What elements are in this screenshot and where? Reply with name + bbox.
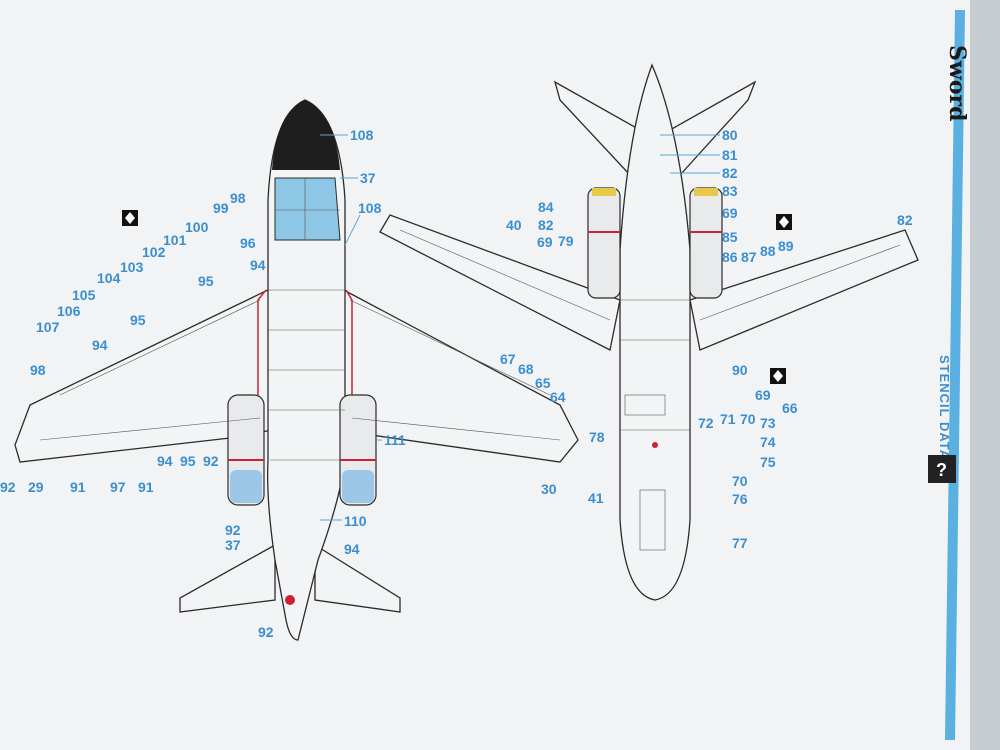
stencil-title: STENCIL DATA (937, 355, 952, 460)
callout-top: 92 (258, 624, 274, 640)
callout-bottom: 64 (550, 389, 566, 405)
callout-top: 107 (36, 319, 60, 335)
callout-top: 92 (203, 453, 219, 469)
callout-bottom: 82 (897, 212, 913, 228)
callout-bottom: 69 (755, 387, 771, 403)
aircraft-bottom-view (379, 63, 919, 601)
callout-top: 105 (72, 287, 96, 303)
callout-top: 91 (138, 479, 154, 495)
callout-bottom: 74 (760, 434, 776, 450)
callout-top: 37 (360, 170, 376, 186)
callout-bottom: 83 (722, 183, 738, 199)
callout-top: 94 (250, 257, 266, 273)
callout-bottom: 89 (778, 238, 794, 254)
callout-top: 102 (142, 244, 166, 260)
callout-top: 96 (240, 235, 256, 251)
svg-text:?: ? (936, 460, 947, 480)
brand-logo: Sword (944, 45, 970, 121)
callout-bottom: 68 (518, 361, 534, 377)
callout-top: 108 (350, 127, 374, 143)
svg-text:Sword: Sword (944, 45, 970, 121)
callout-bottom: 69 (722, 205, 738, 221)
callout-top: 94 (92, 337, 108, 353)
callout-bottom: 71 (720, 411, 736, 427)
svg-text:STENCIL DATA: STENCIL DATA (937, 355, 952, 460)
callout-bottom: 40 (506, 217, 522, 233)
callout-bottom: 79 (558, 233, 574, 249)
callout-top: 92 (0, 479, 16, 495)
callout-bottom: 70 (740, 411, 756, 427)
callout-bottom: 73 (760, 415, 776, 431)
callout-bottom: 70 (732, 473, 748, 489)
callout-bottom: 78 (589, 429, 605, 445)
callout-bottom: 75 (760, 454, 776, 470)
callout-top: 95 (130, 312, 146, 328)
callout-top: 94 (344, 541, 360, 557)
callout-top: 103 (120, 259, 144, 275)
callout-top: 97 (110, 479, 126, 495)
top-view-callouts: 108 37 108 98 99 100 101 102 103 104 105… (0, 127, 557, 640)
callout-top: 99 (213, 200, 229, 216)
callout-top: 98 (30, 362, 46, 378)
callout-top: 98 (230, 190, 246, 206)
callout-top: 95 (180, 453, 196, 469)
callout-bottom: 81 (722, 147, 738, 163)
callout-bottom: 72 (698, 415, 714, 431)
callout-top: 100 (185, 219, 209, 235)
callout-top: 106 (57, 303, 81, 319)
callout-top: 101 (163, 232, 187, 248)
callout-top: 104 (97, 270, 121, 286)
callout-bottom: 76 (732, 491, 748, 507)
bottom-view-icon-1 (776, 214, 792, 230)
callout-top: 94 (157, 453, 173, 469)
callout-bottom: 88 (760, 243, 776, 259)
callout-top: 30 (541, 481, 557, 497)
callout-bottom: 84 (538, 199, 554, 215)
callout-bottom: 69 (537, 234, 553, 250)
callout-bottom: 82 (722, 165, 738, 181)
callout-bottom: 86 (722, 249, 738, 265)
bottom-view-callouts: 80 81 82 83 69 84 82 79 69 40 85 86 87 8… (500, 127, 913, 551)
callout-bottom: 87 (741, 249, 757, 265)
callout-bottom: 77 (732, 535, 748, 551)
page-number-badge: ? (928, 455, 956, 483)
callout-bottom: 80 (722, 127, 738, 143)
top-view-icon (122, 210, 138, 226)
callout-top: 111 (384, 432, 406, 448)
callout-bottom: 66 (782, 400, 798, 416)
callout-bottom: 85 (722, 229, 738, 245)
callout-top: 108 (358, 200, 382, 216)
callout-top: 95 (198, 273, 214, 289)
callout-bottom: 67 (500, 351, 516, 367)
callout-top: 29 (28, 479, 44, 495)
aircraft-top-view (14, 99, 579, 641)
callout-top: 92 (225, 522, 241, 538)
callout-bottom: 41 (588, 490, 604, 506)
callout-bottom: 82 (538, 217, 554, 233)
callout-top: 110 (344, 513, 367, 529)
callout-top: 91 (70, 479, 86, 495)
callout-bottom: 65 (535, 375, 551, 391)
callout-bottom: 90 (732, 362, 748, 378)
bottom-view-icon-2 (770, 368, 786, 384)
callout-top: 37 (225, 537, 241, 553)
